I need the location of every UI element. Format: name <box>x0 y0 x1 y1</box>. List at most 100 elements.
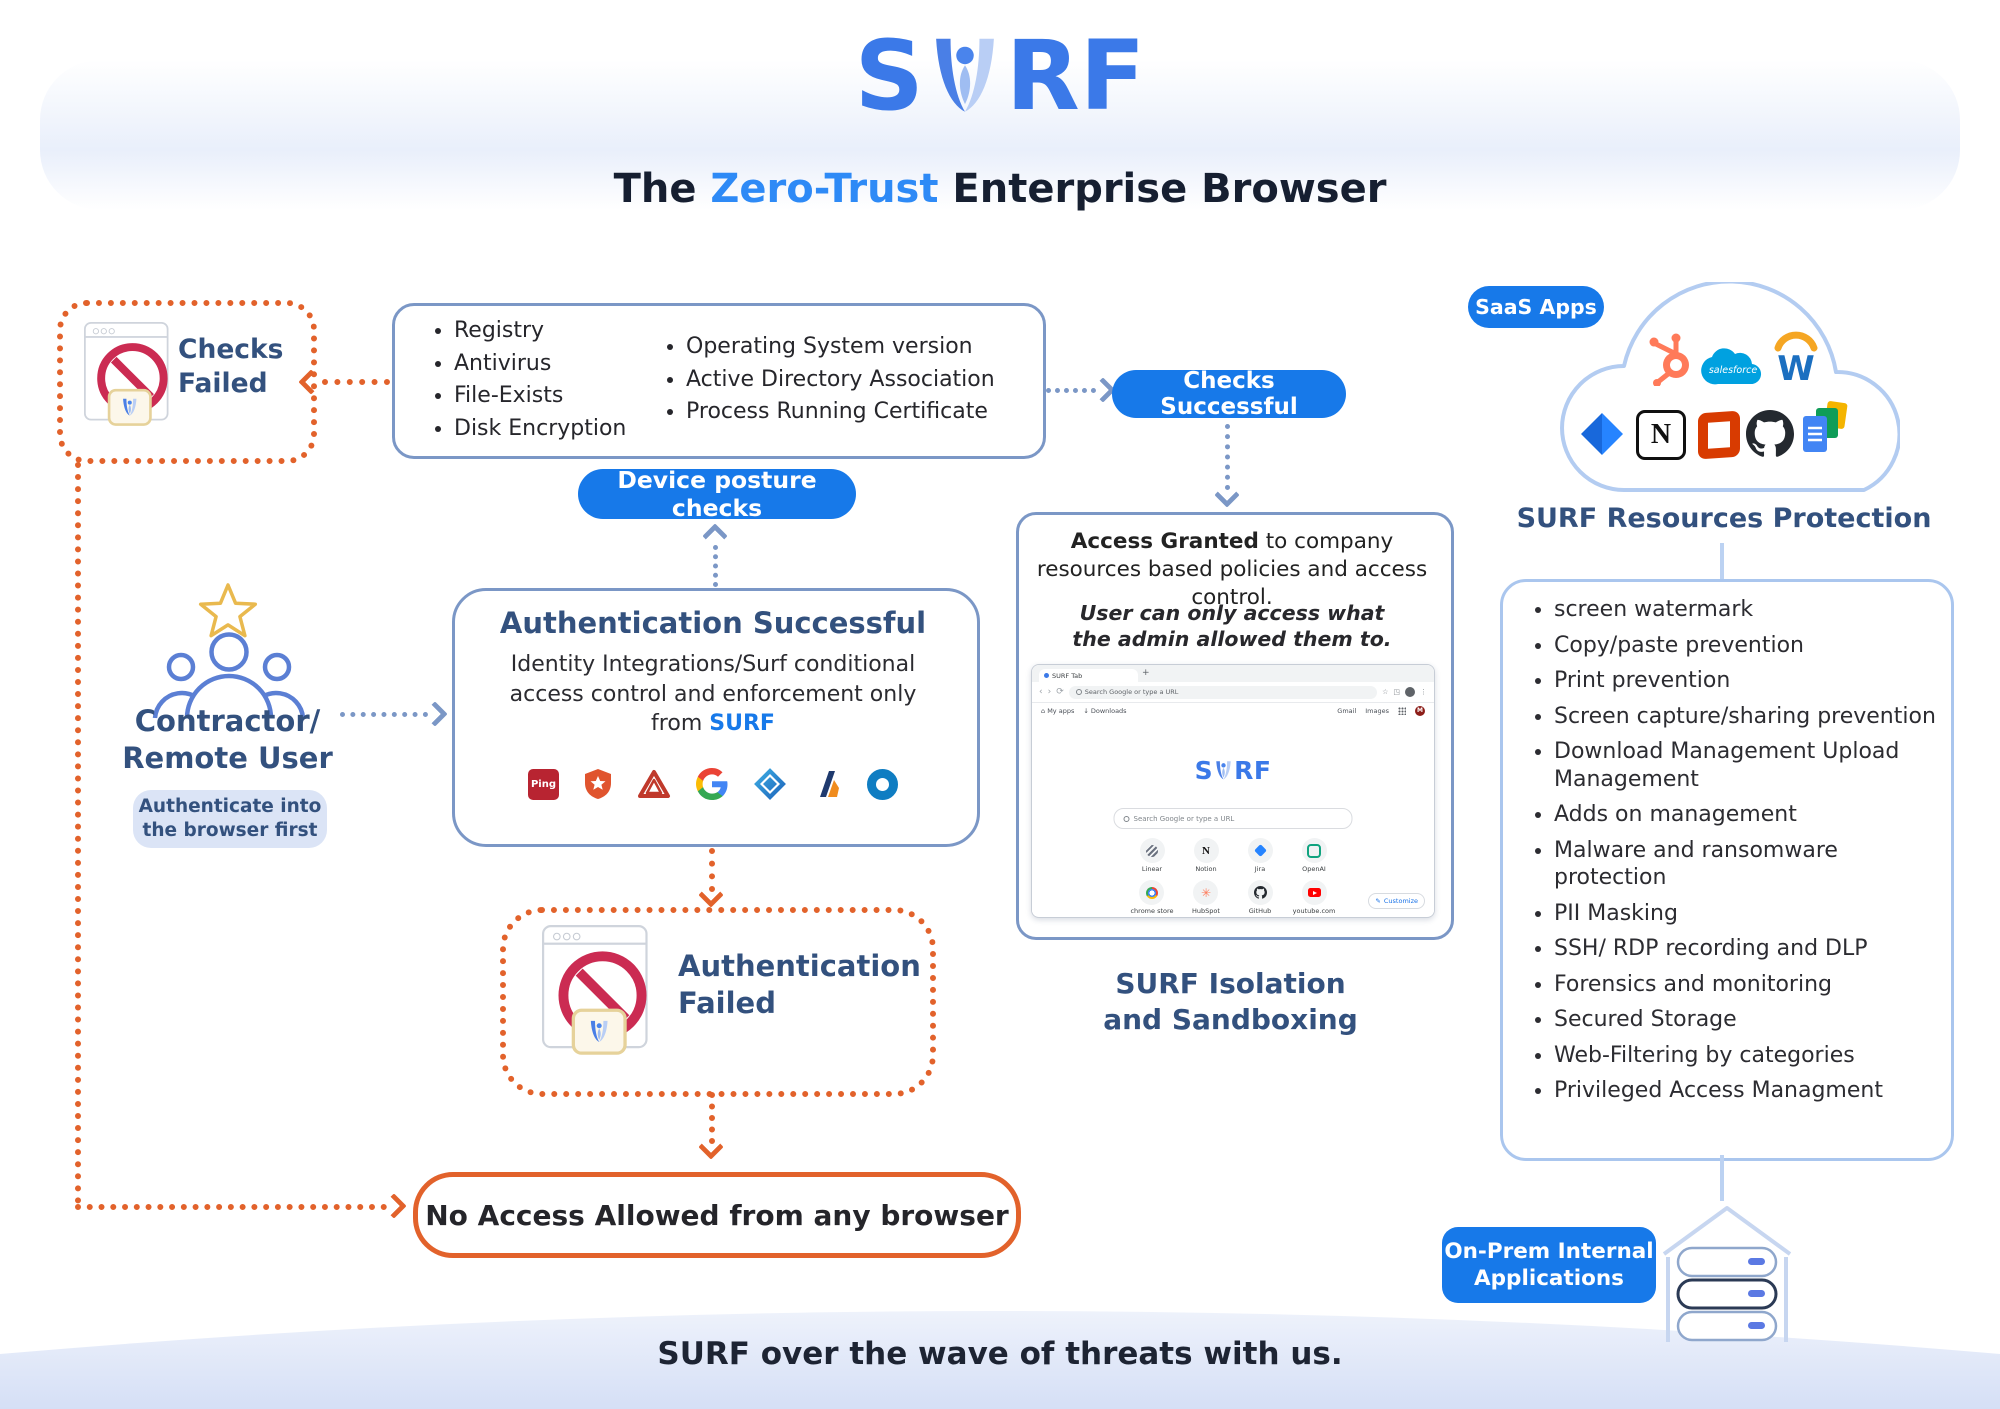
resource-item: Download Management Upload Management <box>1554 738 1950 793</box>
checks-successful-pill: Checks Successful <box>1112 368 1346 420</box>
auth-body-brand: SURF <box>709 711 775 736</box>
arrow-right-icon <box>422 701 448 727</box>
office-icon <box>1698 410 1740 460</box>
users-group-icon <box>152 632 306 719</box>
surf-logo-small: S RF <box>1194 756 1272 785</box>
account-avatar: M <box>1415 705 1425 716</box>
browser-tab: SURF Tab <box>1039 669 1138 682</box>
shortcut-github: GitHub <box>1247 880 1273 915</box>
on-prem-line1: On-Prem Internal <box>1444 1239 1654 1264</box>
customize-button: Customize <box>1368 893 1425 909</box>
cyberark-icon <box>638 769 670 798</box>
title-post: Enterprise Browser <box>938 166 1387 212</box>
surf-logo-person-icon <box>1216 761 1231 780</box>
resource-item: Privileged Access Managment <box>1554 1077 1950 1105</box>
menu-kebab-icon: ⋮ <box>1420 687 1427 696</box>
chrome-store-icon <box>1145 886 1158 899</box>
on-prem-line2: Applications <box>1474 1266 1624 1291</box>
github-icon <box>1746 410 1794 457</box>
auth-body-text: Identity Integrations/Surf conditional a… <box>509 652 917 736</box>
dotted-line <box>713 545 718 587</box>
resource-item: Secured Storage <box>1554 1006 1950 1034</box>
linear-icon <box>1146 844 1158 857</box>
workday-icon: W <box>1774 331 1818 386</box>
lock-icon <box>107 377 152 426</box>
identity-provider-icons: Ping <box>452 762 974 806</box>
dotted-line <box>75 1204 387 1210</box>
ping-identity-icon: Ping <box>528 768 559 800</box>
resource-item: Adds on management <box>1554 801 1950 829</box>
tab-title: SURF Tab <box>1052 671 1083 680</box>
youtube-icon <box>1307 888 1321 897</box>
arrow-down-icon <box>1214 482 1240 508</box>
bookmark-my-apps: ⌂ My apps <box>1041 706 1075 715</box>
title-pre: The <box>613 166 711 212</box>
note-line1: Authenticate into <box>138 796 322 817</box>
blocked-browser-icon <box>84 322 169 426</box>
dotted-line <box>709 848 715 892</box>
resource-item: SSH/ RDP recording and DLP <box>1554 935 1950 963</box>
google-icon <box>696 768 728 800</box>
auth-failed-label: Authentication Failed <box>678 948 921 1022</box>
dotted-line <box>322 379 390 385</box>
check-item: Disk Encryption <box>454 413 664 446</box>
on-prem-server-icon <box>1662 1206 1792 1342</box>
bookmark-downloads: ↓ Downloads <box>1083 706 1127 715</box>
address-bar: Search Google or type a URL <box>1068 685 1378 699</box>
salesforce-icon: salesforce <box>1701 348 1762 385</box>
reload-icon: ⟳ <box>1056 686 1064 697</box>
auth-success-title: Authentication Successful <box>499 606 927 640</box>
google-docs-icon <box>1803 401 1848 452</box>
check-item: Antivirus <box>454 348 664 381</box>
surf-logo-person-icon <box>935 38 994 112</box>
shortcut-hubspot: ✳ HubSpot <box>1192 880 1220 915</box>
shortcut-openai: OpenAI <box>1301 838 1327 873</box>
connector-line <box>1720 1155 1724 1201</box>
resources-list: screen watermark Copy/paste prevention P… <box>1524 596 1950 1113</box>
bookmark-star-icon: ☆ <box>1382 687 1389 696</box>
surf-mark-icon <box>590 1020 608 1043</box>
hubspot-icon <box>1649 333 1689 386</box>
resource-item: Malware and ransomware protection <box>1554 837 1950 892</box>
arrow-right-icon <box>381 1193 407 1219</box>
tab-strip: SURF Tab + <box>1032 665 1434 682</box>
extensions-icon: ◳ <box>1393 687 1400 696</box>
openai-icon <box>1307 843 1321 858</box>
access-granted-note: User can only access what the admin allo… <box>1028 600 1436 652</box>
resources-box <box>1500 579 1954 1161</box>
shortcut-notion: N Notion <box>1193 838 1219 873</box>
access-granted-rest: to company resources based policies and … <box>1036 529 1428 610</box>
authenticate-note-pill: Authenticate into the browser first <box>133 790 327 848</box>
device-checks-col1: Registry Antivirus File-Exists Disk Encr… <box>428 315 664 445</box>
no-access-label: No Access Allowed from any browser <box>425 1198 1009 1232</box>
shortcut-jira: Jira <box>1247 838 1273 873</box>
check-item: Process Running Certificate <box>686 396 1056 429</box>
isolation-line2: and Sandboxing <box>1103 1003 1358 1036</box>
star-icon <box>198 583 258 638</box>
search-icon <box>1075 689 1082 695</box>
new-tab-icon: + <box>1142 668 1150 678</box>
resources-title: SURF Resources Protection <box>1516 503 1932 534</box>
workday-letter: W <box>1777 349 1815 386</box>
checks-failed-label: Checks Failed <box>178 334 284 399</box>
page-title: The Zero-Trust Enterprise Browser <box>0 166 2000 212</box>
notion-icon: N <box>1636 410 1686 460</box>
check-item: Registry <box>454 315 664 348</box>
shortcut-chrome-store: chrome store <box>1130 880 1174 915</box>
device-checks-col2: Operating System version Active Director… <box>660 331 1056 429</box>
arrow-down-icon <box>698 1134 724 1160</box>
search-input: Search Google or type a URL <box>1113 808 1353 829</box>
resource-item: PII Masking <box>1554 900 1950 928</box>
shortcut-grid: Linear N Notion Jira OpenAI chrome store… <box>1125 838 1341 915</box>
saas-apps-pill: SaaS Apps <box>1468 286 1604 328</box>
resource-item: Copy/paste prevention <box>1554 632 1950 660</box>
new-tab-body: S RF Search Google or type a URL Linear … <box>1032 718 1434 916</box>
address-placeholder: Search Google or type a URL <box>1084 688 1179 696</box>
surf-logo-text-left: S <box>854 20 924 132</box>
device-checks-box <box>392 303 1046 459</box>
resource-item: Screen capture/sharing prevention <box>1554 703 1950 731</box>
contractor-line1: Contractor/ <box>134 704 321 738</box>
notion-icon: N <box>1202 844 1210 857</box>
resource-item: Web-Filtering by categories <box>1554 1042 1950 1070</box>
